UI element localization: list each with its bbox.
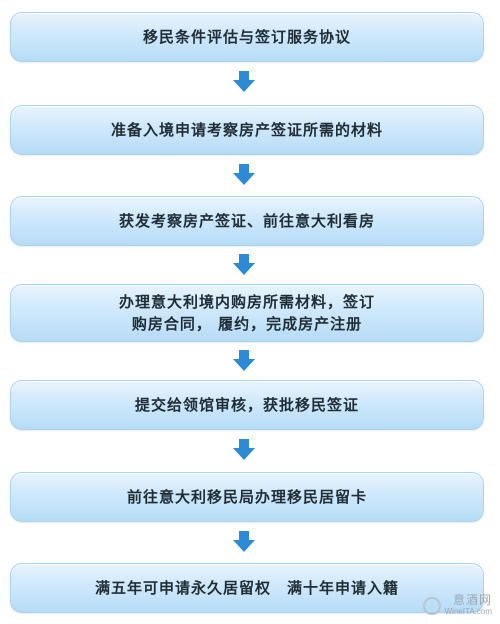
down-arrow-icon [233,71,255,92]
step-4-label: 办理意大利境内购房所需材料，签订 购房合同， 履约，完成房产注册 [118,293,375,333]
step-7-box: 满五年可申请永久居留权 满十年申请入籍 [10,563,484,613]
watermark-en: WineITA.com [444,607,492,616]
step-3-box: 获发考察房产签证、前往意大利看房 [10,196,484,246]
step-5-label: 提交给领馆审核，获批移民签证 [134,396,359,414]
step-1-box: 移民条件评估与签订服务协议 [10,12,484,62]
watermark-logo-icon [422,597,441,615]
step-7-label: 满五年可申请永久居留权 满十年申请入籍 [94,579,399,597]
step-6-label: 前往意大利移民局办理移民居留卡 [126,488,367,506]
step-6-box: 前往意大利移民局办理移民居留卡 [10,472,484,522]
step-1-label: 移民条件评估与签订服务协议 [142,28,351,46]
watermark: 意酒网 WineITA.com [422,594,492,618]
watermark-cn: 意酒网 [452,593,492,607]
down-arrow-icon [233,531,255,552]
down-arrow-icon [233,164,255,185]
down-arrow-icon [233,439,255,460]
step-3-label: 获发考察房产签证、前往意大利看房 [118,212,375,230]
step-2-label: 准备入境申请考察房产签证所需的材料 [110,121,383,139]
down-arrow-icon [233,350,255,371]
step-4-box: 办理意大利境内购房所需材料，签订 购房合同， 履约，完成房产注册 [10,284,484,342]
step-5-box: 提交给领馆审核，获批移民签证 [10,380,484,430]
step-2-box: 准备入境申请考察房产签证所需的材料 [10,105,484,155]
watermark-text: 意酒网 WineITA.com [445,594,492,618]
down-arrow-icon [233,254,255,275]
